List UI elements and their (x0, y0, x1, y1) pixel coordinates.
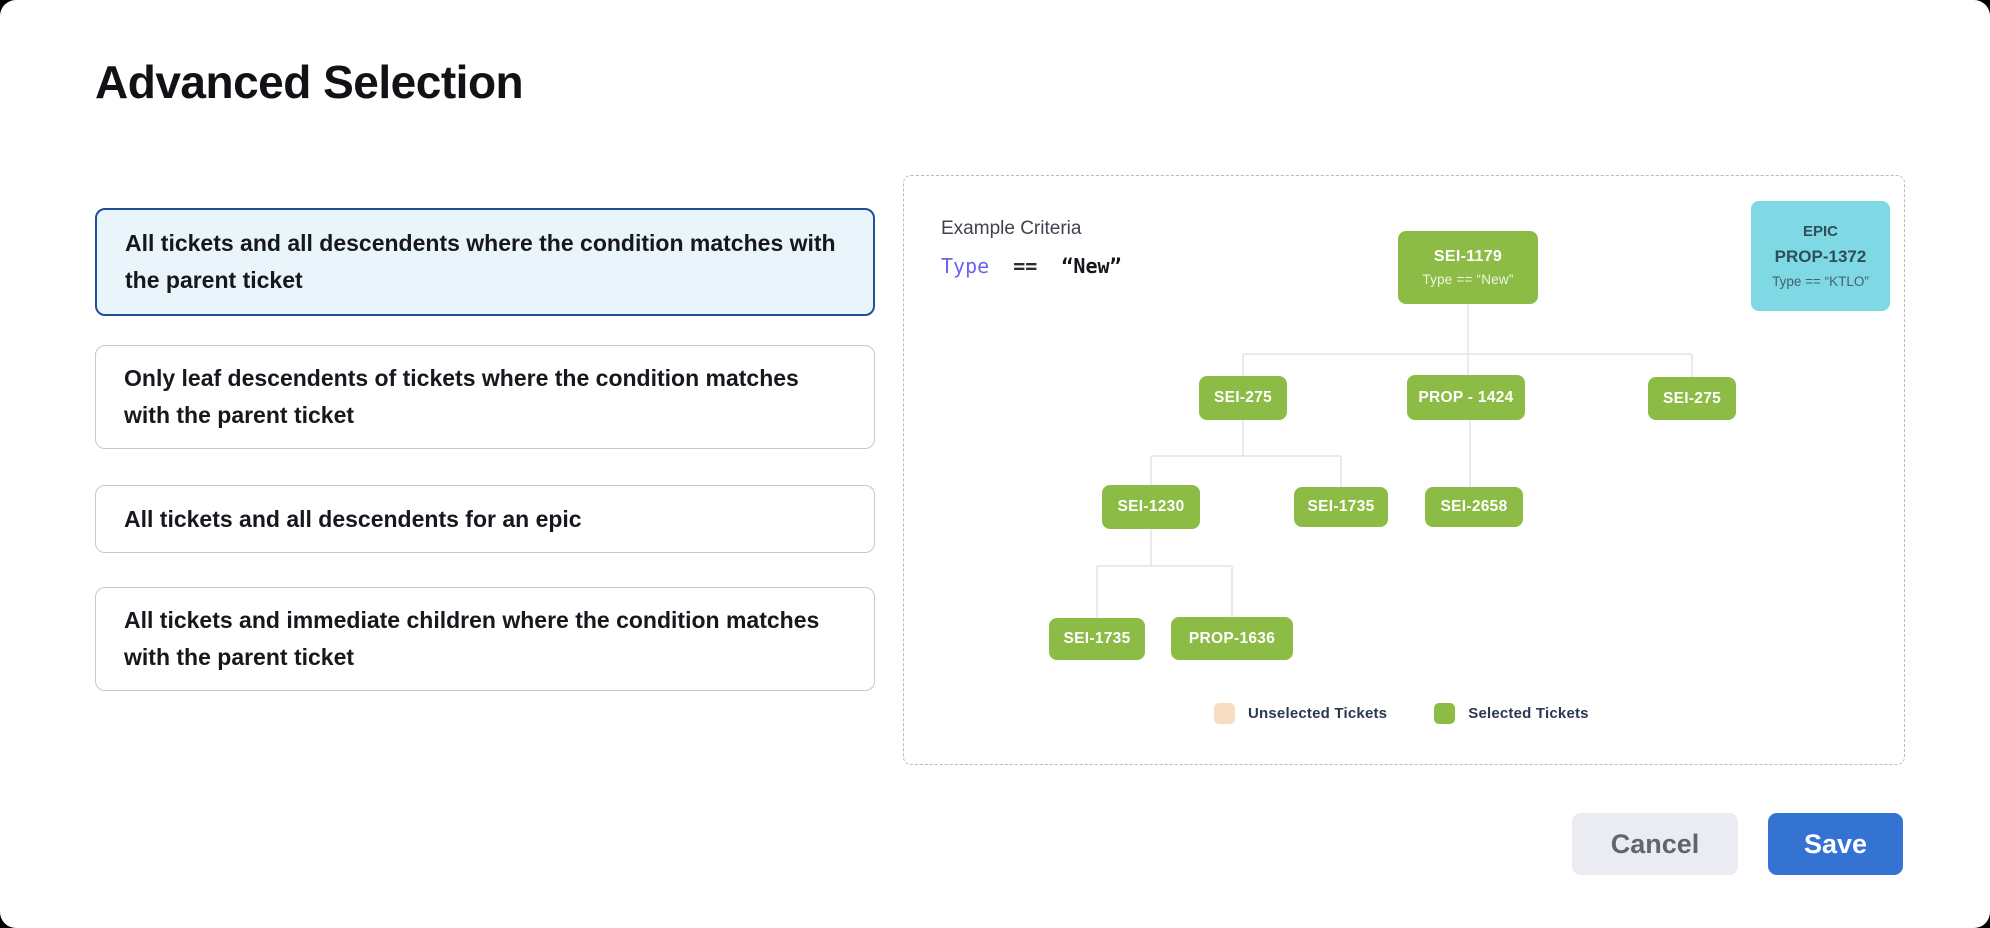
option-label: Only leaf descendents of tickets where t… (124, 365, 799, 428)
unselected-tickets-swatch (1214, 703, 1235, 724)
tree-node-label: SEI-1735 (1063, 630, 1131, 647)
tree-node-label: PROP - 1424 (1418, 388, 1514, 406)
tree-node-label: SEI-1179 (1433, 248, 1503, 265)
epic-criteria: Type == “KTLO” (1772, 274, 1869, 289)
epic-id: PROP-1372 (1774, 247, 1867, 266)
tree-node: SEI-1230 (1102, 485, 1200, 529)
tree-node-label: SEI-1735 (1307, 498, 1375, 515)
example-criteria-label: Example Criteria (941, 218, 1082, 239)
tree-node-root: SEI-1179 Type == “New” (1398, 231, 1538, 304)
tree-node-label: PROP-1636 (1188, 629, 1276, 647)
option-label: All tickets and all descendents where th… (125, 230, 836, 293)
tree-node: SEI-1735 (1294, 487, 1388, 527)
option-label: All tickets and immediate children where… (124, 607, 820, 670)
tree-node-label: SEI-2658 (1440, 498, 1508, 515)
tree-node: SEI-275 (1199, 376, 1287, 420)
save-button[interactable]: Save (1768, 813, 1903, 875)
page-title: Advanced Selection (95, 56, 524, 108)
legend-item-unselected: Unselected Tickets (1214, 703, 1387, 724)
tree-node: PROP-1636 (1171, 617, 1293, 660)
option-card-leaf-descendents-condition[interactable]: Only leaf descendents of tickets where t… (95, 345, 875, 449)
criteria-operator: == (1013, 254, 1038, 278)
option-card-all-descendents-epic[interactable]: All tickets and all descendents for an e… (95, 485, 875, 553)
tree-node: SEI-2658 (1425, 487, 1523, 527)
tree-node-label: SEI-1230 (1117, 498, 1185, 515)
tree-node: SEI-275 (1648, 377, 1736, 420)
tree-node-label: SEI-275 (1662, 389, 1722, 407)
epic-card: EPIC PROP-1372 Type == “KTLO” (1751, 201, 1890, 311)
option-card-all-descendents-condition[interactable]: All tickets and all descendents where th… (95, 208, 875, 316)
tree-node: PROP - 1424 (1407, 375, 1525, 420)
criteria-field: Type (941, 254, 990, 278)
option-card-immediate-children-condition[interactable]: All tickets and immediate children where… (95, 587, 875, 691)
tree-node-label: SEI-275 (1213, 389, 1273, 406)
legend-label: Selected Tickets (1468, 705, 1589, 722)
tree-node-sublabel: Type == “New” (1422, 272, 1514, 287)
legend-label: Unselected Tickets (1248, 705, 1388, 722)
tree-connector-lines (1096, 304, 1693, 618)
tree-node: SEI-1735 (1049, 618, 1145, 660)
legend-item-selected: Selected Tickets (1434, 703, 1589, 724)
example-criteria-panel: Example Criteria Type == “New” EPIC PROP… (903, 175, 1905, 765)
example-criteria-expression: Type == “New” (941, 254, 1122, 278)
epic-type-label: EPIC (1802, 223, 1838, 240)
cancel-button[interactable]: Cancel (1572, 813, 1738, 875)
selected-tickets-swatch (1434, 703, 1456, 724)
option-label: All tickets and all descendents for an e… (124, 505, 582, 532)
criteria-value: “New” (1061, 254, 1122, 278)
legend: Unselected Tickets Selected Tickets (1214, 703, 1589, 724)
